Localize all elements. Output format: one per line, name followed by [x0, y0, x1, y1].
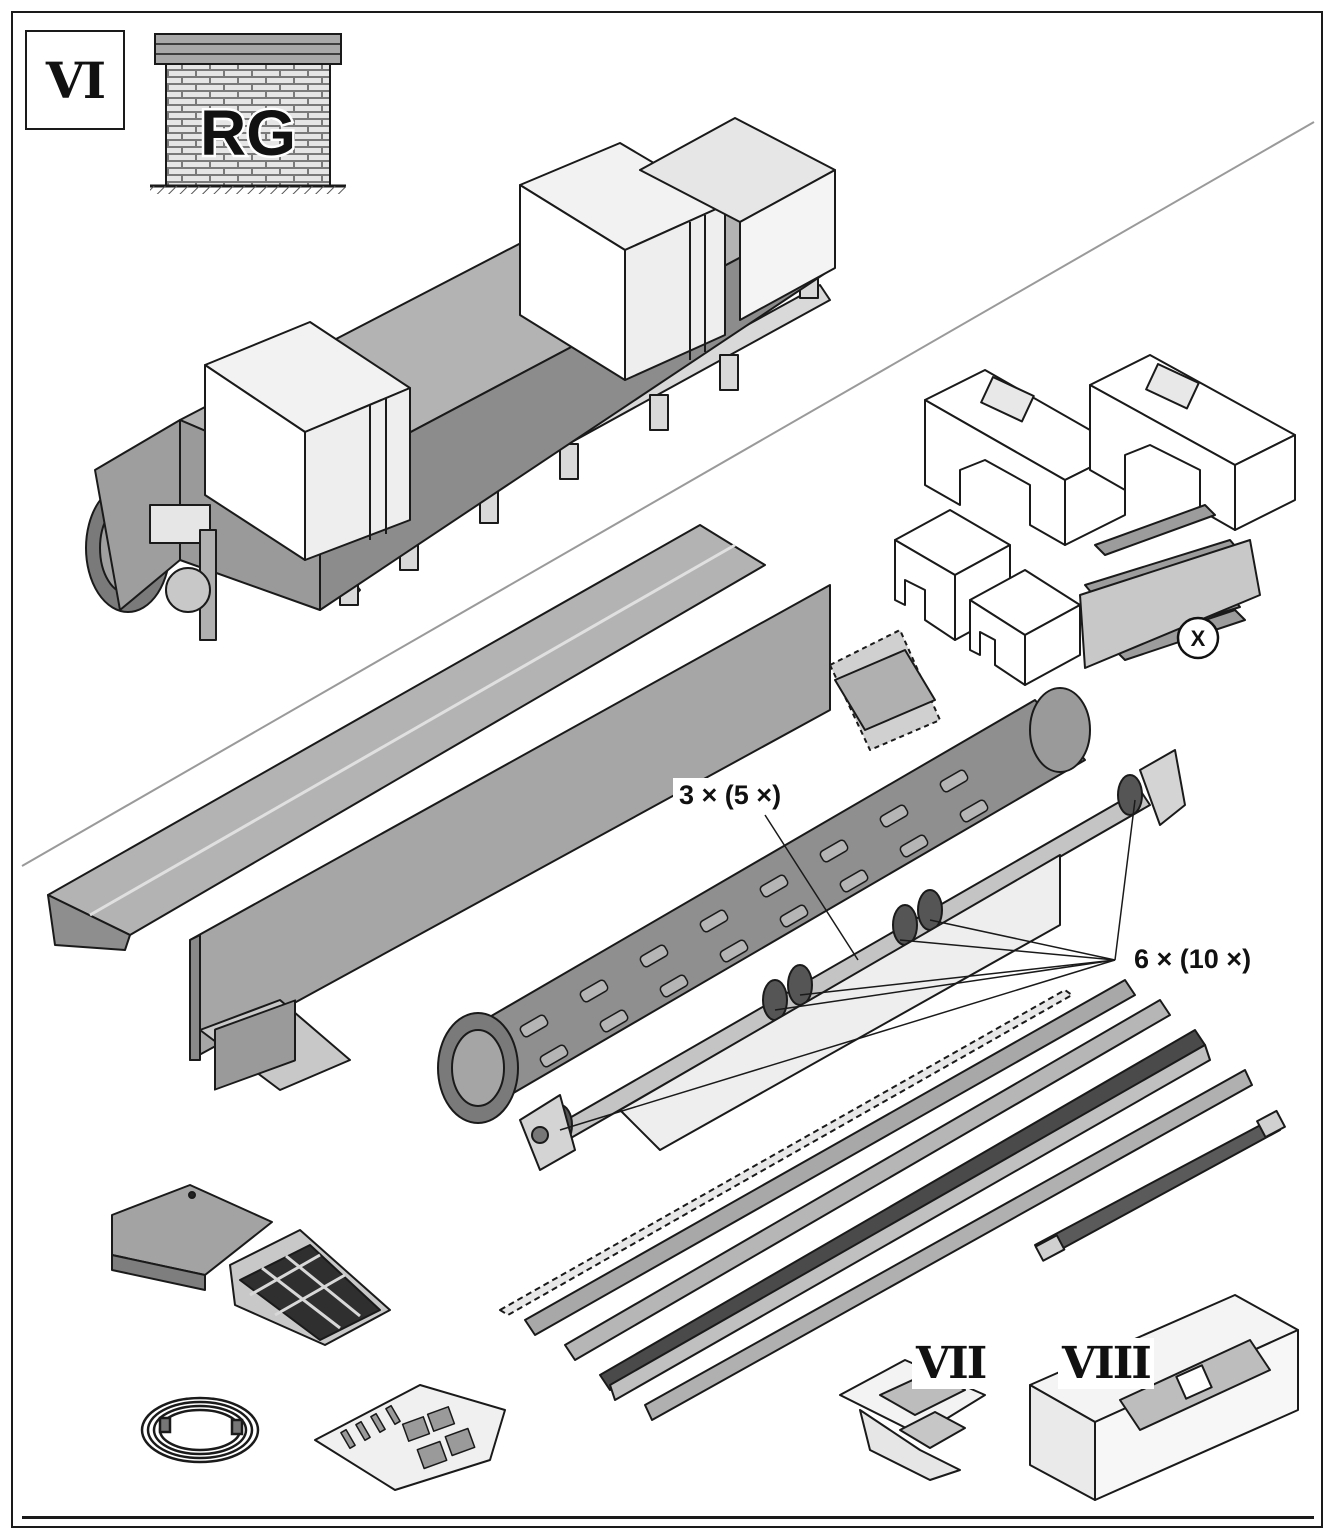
bearing-count-label: 6 × (10 ×) — [1128, 942, 1258, 977]
bottom-rule — [22, 1516, 1314, 1519]
discard-marker-text: X — [1191, 626, 1206, 651]
box-rear-panel — [189, 584, 941, 1091]
packed-roller-shutter-crate — [85, 117, 836, 641]
guide-rails — [499, 979, 1286, 1421]
center-bearing-count-label: 3 × (5 ×) — [673, 778, 788, 813]
rg-badge-text: RG — [200, 97, 296, 169]
motor-kit-box-viii — [1029, 1294, 1299, 1501]
kit-number-viii: VIII — [1058, 1338, 1154, 1389]
box-cover-panel — [47, 524, 766, 951]
rg-installation-badge: RG — [150, 33, 346, 194]
roller-shaft-with-curtain — [437, 687, 1186, 1171]
end-caps — [111, 1184, 391, 1346]
separator-line — [21, 121, 1315, 867]
foam-packing-pieces — [894, 354, 1296, 686]
discard-marker-ring — [1176, 616, 1220, 660]
callout-leaders — [559, 799, 1136, 1131]
page-frame — [11, 11, 1323, 1528]
cable-coil — [140, 1396, 260, 1464]
section-number-box: VI — [25, 30, 125, 130]
section-number: VI — [45, 50, 106, 110]
kit-number-vii: VII — [912, 1338, 990, 1389]
screw-bag — [314, 1384, 506, 1491]
